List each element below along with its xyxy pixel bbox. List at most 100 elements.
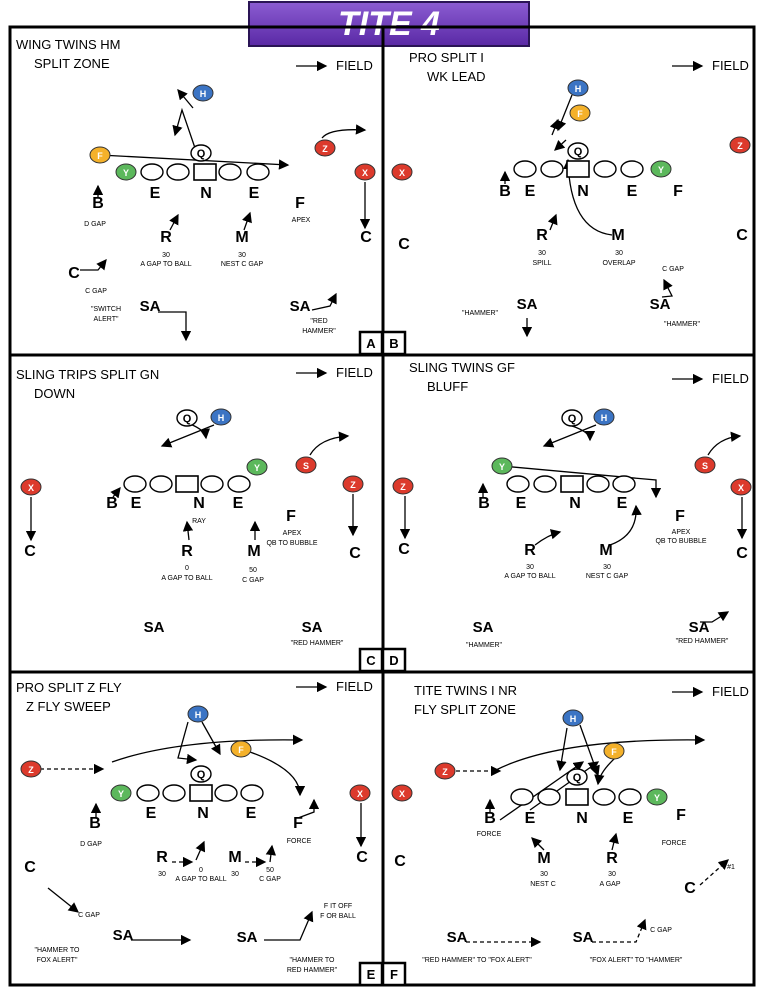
skill-player <box>694 456 716 474</box>
defender-label: F <box>295 195 305 212</box>
defender-label: SA <box>113 927 134 944</box>
assignment-note: "RED HAMMER" TO "FOX ALERT" <box>422 957 532 964</box>
defender-label: C <box>24 543 36 560</box>
panel-title-line: WK LEAD <box>427 69 486 84</box>
defender-label: M <box>228 849 241 866</box>
defender-label: B <box>106 495 118 512</box>
defender-label: B <box>89 815 101 832</box>
assignment-route <box>534 529 562 546</box>
assignment-note: A GAP <box>599 881 620 888</box>
skill-player-label: S <box>303 461 309 471</box>
skill-player-label: Y <box>654 793 660 803</box>
defender-label: C <box>736 227 748 244</box>
assignment-note: "HAMMER TO <box>289 957 335 964</box>
defender-label: B <box>92 195 104 212</box>
assignment-note: FORCE <box>662 840 687 847</box>
skill-player <box>115 163 137 181</box>
assignment-note: 0 <box>199 867 203 874</box>
defender-label: F <box>673 183 683 200</box>
field-label: FIELD <box>712 58 749 73</box>
assignment-note: SPILL <box>532 260 551 267</box>
defender-label: SA <box>573 929 594 946</box>
defender-label: N <box>193 495 205 512</box>
skill-player-label: F <box>97 151 103 161</box>
offensive-lineman <box>123 475 147 493</box>
assignment-note: 30 <box>538 250 546 257</box>
quarterback <box>561 409 583 427</box>
offensive-lineman <box>618 788 642 806</box>
panel-id-box <box>381 330 407 356</box>
panel-title-line: DOWN <box>34 386 75 401</box>
assignment-note: 50 <box>249 567 257 574</box>
assignment-note: D GAP <box>84 221 106 228</box>
skill-player <box>491 457 513 475</box>
assignment-note: C GAP <box>650 927 672 934</box>
defender-label: E <box>249 185 260 202</box>
panel-title-line: PRO SPLIT I <box>409 50 484 65</box>
offensive-lineman <box>540 160 564 178</box>
defender-label: R <box>160 229 172 246</box>
defender-label: SA <box>290 298 311 315</box>
skill-player-label: X <box>738 483 744 493</box>
assignment-route <box>707 431 742 456</box>
skill-player <box>650 160 672 178</box>
field-label: FIELD <box>336 365 373 380</box>
assignment-note: NEST C GAP <box>586 573 629 580</box>
assignment-note: FORCE <box>287 838 312 845</box>
defender-label: B <box>484 810 496 827</box>
skill-player <box>20 478 42 496</box>
assignment-note: C GAP <box>662 266 684 273</box>
assignment-note: A GAP TO BALL <box>161 575 212 582</box>
assignment-note: "SWITCH <box>91 306 121 313</box>
center-square <box>566 160 590 178</box>
skill-player <box>730 478 752 496</box>
assignment-route <box>169 213 179 231</box>
skill-player-label: Y <box>123 168 129 178</box>
skill-player-label: S <box>702 461 708 471</box>
assignment-note: APEX <box>672 529 691 536</box>
quarterback <box>567 142 589 160</box>
skill-player <box>295 456 317 474</box>
assignment-note: FORCE <box>477 831 502 838</box>
assignment-route <box>242 211 252 231</box>
skill-player <box>110 784 132 802</box>
skill-player <box>392 477 414 495</box>
assignment-note: C GAP <box>78 912 100 919</box>
defender-label: M <box>611 227 624 244</box>
defender-label: SA <box>447 929 468 946</box>
defender-label: N <box>569 495 581 512</box>
panel-title-line: WING TWINS HM <box>16 37 120 52</box>
skill-player-label: X <box>357 789 363 799</box>
assignment-route <box>177 89 194 109</box>
defender-label: SA <box>144 619 165 636</box>
skill-player <box>603 742 625 760</box>
field-label: FIELD <box>336 679 373 694</box>
quarterback <box>190 765 212 783</box>
defender-label: R <box>181 543 193 560</box>
offensive-lineman <box>136 784 160 802</box>
assignment-route <box>99 154 290 170</box>
skill-player <box>210 408 232 426</box>
skill-player <box>20 760 42 778</box>
assignment-route <box>264 910 314 941</box>
assignment-route <box>609 504 642 546</box>
assignment-route <box>571 425 596 442</box>
panel-id-label: D <box>389 653 398 668</box>
skill-player-label: Y <box>118 789 124 799</box>
offensive-lineman <box>214 784 238 802</box>
defender-label: C <box>736 545 748 562</box>
panel-id-label: B <box>389 336 398 351</box>
offensive-lineman <box>510 788 534 806</box>
assignment-note: "HAMMER TO <box>34 947 80 954</box>
skill-player-label: Z <box>400 482 406 492</box>
assignment-note: "HAMMER" <box>462 310 499 317</box>
offensive-lineman <box>592 788 616 806</box>
defender-label: SA <box>302 619 323 636</box>
defender-label: E <box>623 810 634 827</box>
panel-id-label: F <box>390 967 398 982</box>
assignment-route <box>547 213 558 231</box>
assignment-route <box>311 292 337 311</box>
assignment-note: APEX <box>292 217 311 224</box>
